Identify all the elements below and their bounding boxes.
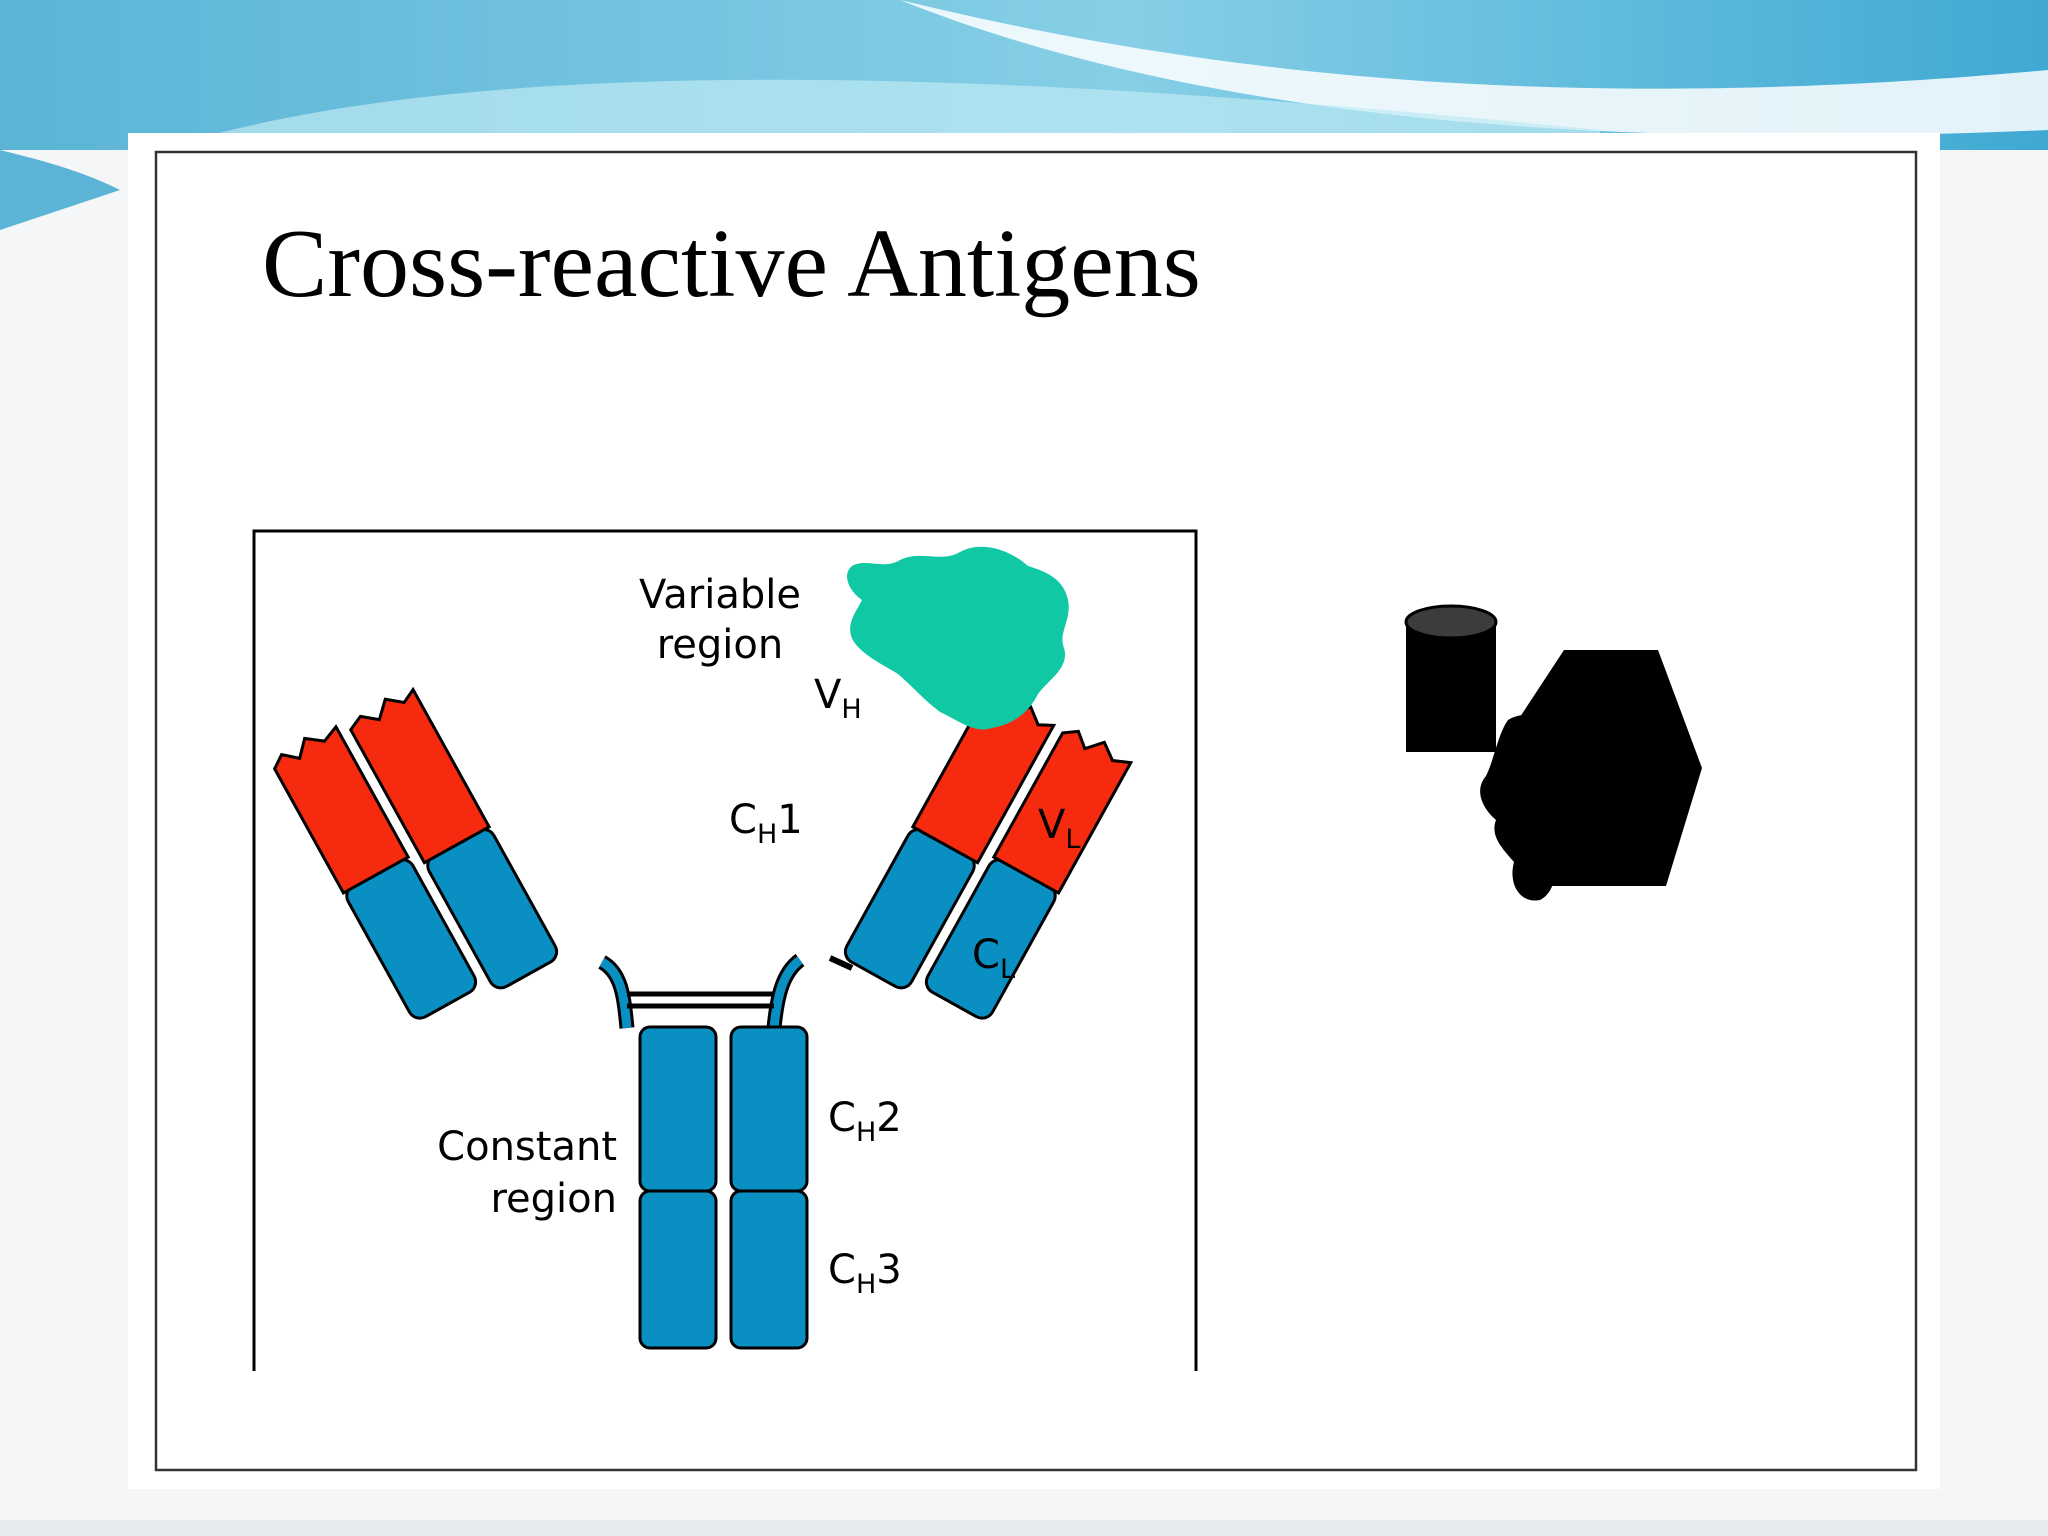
slide-frame (154, 150, 1918, 1472)
label-ch1: CH1 (729, 797, 803, 850)
diagram-frame (252, 529, 1198, 1371)
vh-domain-left (348, 686, 492, 865)
bottom-dark-band (0, 1520, 2048, 1536)
diagram-labels: Variable region VH CH1 VL CL Constant re… (437, 572, 1080, 1300)
cylinder-top (1404, 604, 1498, 640)
vl-domain-left (272, 724, 411, 896)
ch3-domain-left (638, 1189, 718, 1350)
left-fab-arm (272, 686, 559, 1020)
label-vh: VH (814, 672, 862, 725)
left-wave-edge (0, 150, 120, 230)
label-cl: CL (972, 932, 1015, 985)
label-vl: VL (1038, 802, 1080, 855)
label-constant-region: Constant (437, 1124, 617, 1170)
fc-stem (638, 1025, 809, 1350)
vl-domain-right (991, 729, 1134, 896)
label-ch2: CH2 (828, 1095, 902, 1148)
bound-antigen-blob-icon (847, 546, 1069, 730)
wave-highlight (900, 0, 2048, 136)
label-constant-region: region (490, 1176, 617, 1222)
ch2-domain-left (638, 1025, 718, 1193)
ch2-domain-right (729, 1025, 809, 1193)
label-variable-region: Variable (639, 572, 801, 618)
ch3-domain-right (729, 1189, 809, 1350)
blob-part (1480, 714, 1575, 901)
label-variable-region: region (657, 622, 784, 668)
label-ch3: CH3 (828, 1247, 902, 1300)
antibody-diagram: Variable region VH CH1 VL CL Constant re… (252, 529, 1198, 1371)
cylinder-body (1406, 622, 1496, 752)
slide-title: Cross-reactive Antigens (262, 210, 1201, 318)
wave-light-band (160, 79, 1600, 150)
cross-reactive-antigen-shape-icon (1404, 604, 1702, 901)
hinge-region (494, 953, 854, 1029)
